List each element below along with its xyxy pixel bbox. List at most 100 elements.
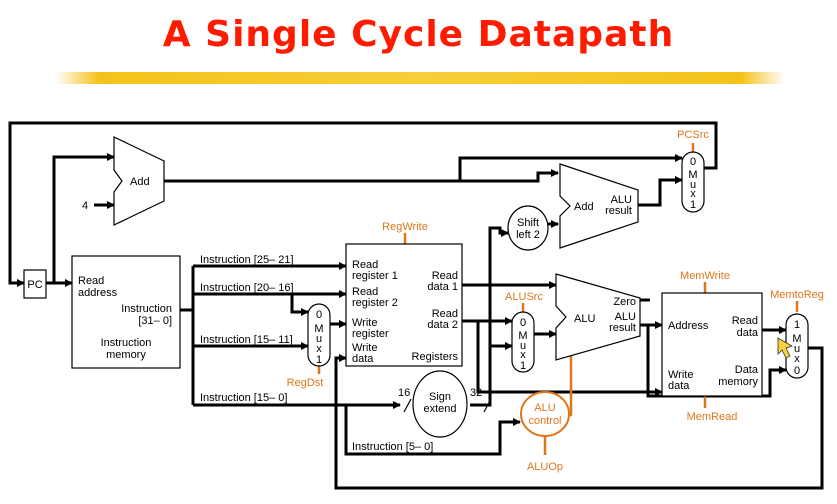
bitwidth-16-slash [403,398,412,413]
dmem-write-a: Write [668,369,693,381]
alu: ALU Zero ALU result [555,273,641,361]
svg-text:M: M [518,330,527,342]
pc-adder-label: Add [130,176,150,188]
wire-pc-to-adder [52,153,115,283]
control-wires [317,143,799,455]
svg-text:extend: extend [423,403,456,415]
svg-text:Sign: Sign [429,391,451,403]
shift-left-2: Shift left 2 [507,205,549,251]
wire-alu-to-memtoreg [646,325,787,398]
sign-out-bits: 32 [470,387,482,399]
field-15-0: Instruction [15– 0] [200,392,287,404]
imem-bits-label: [31– 0] [138,315,172,327]
datapath-wires [8,121,824,490]
dmem-write-b: data [668,380,690,392]
imem-name-1: Instruction [101,337,152,349]
svg-text:1: 1 [520,360,526,372]
field-15-11: Instruction [15– 11] [200,334,293,346]
wire-sign-to-shift [488,226,500,346]
svg-text:x: x [690,188,696,200]
control-memtoreg: MemtoReg [770,289,824,301]
wire-rt-to-mux [290,294,309,316]
dmem-read-b: data [737,327,759,339]
wire-pc4-to-branch-adder [460,169,559,183]
svg-text:1: 1 [316,354,322,366]
svg-text:u: u [520,340,526,352]
svg-text:ALU: ALU [534,402,555,414]
dmem-name-1: Data [735,364,759,376]
wire-write-data-mem [476,321,663,396]
control-alusrc: ALUSrc [505,291,543,303]
sign-in-bits: 16 [398,387,410,399]
imem-name-2: memory [106,349,146,361]
wire-alu-control-out [568,352,573,417]
svg-text:x: x [794,353,800,365]
regs-read-data2-a: Read [432,308,458,320]
imem-read-label: Read [78,275,104,287]
bitwidth-32-slash [483,398,492,413]
regs-read-reg2-a: Read [352,286,378,298]
svg-text:M: M [688,169,697,181]
instruction-memory: Read address Instruction [31– 0] Instruc… [71,255,181,369]
svg-text:M: M [314,323,323,335]
svg-text:result: result [609,322,636,334]
pointer-cursor-icon [777,337,793,359]
wire-write-back [334,346,824,490]
regs-write-data-b: data [352,353,374,365]
control-pcsrc: PCSrc [677,129,709,141]
svg-text:x: x [316,343,322,355]
alu-control: ALU control [520,391,570,437]
svg-text:control: control [528,415,561,427]
imem-instruction-label: Instruction [121,303,172,315]
svg-text:Shift: Shift [517,217,539,229]
control-regwrite: RegWrite [382,221,428,233]
svg-text:Add: Add [574,201,594,213]
regs-name: Registers [412,351,459,363]
wire-branch-target [638,176,683,207]
pc-label: PC [27,279,42,291]
regs-write-reg-a: Write [352,317,377,329]
regs-write-reg-b: register [352,328,389,340]
regs-read-reg1-b: register 1 [352,270,398,282]
svg-text:0: 0 [520,317,526,329]
regs-read-data1-b: data 1 [427,281,458,293]
control-memread: MemRead [687,411,738,423]
control-regdst: RegDst [287,377,324,389]
imem-address-label: address [78,287,118,299]
register-file: Read register 1 Read register 2 Write re… [345,243,463,367]
wire-sign-extended [470,342,513,407]
regdst-mux: 0 M u x 1 [307,303,331,367]
wire-shift-in [498,226,509,237]
branch-adder: Add ALU result [559,163,639,249]
svg-text:1: 1 [690,199,696,211]
svg-text:x: x [520,349,526,361]
svg-text:u: u [794,343,800,355]
page-title: A Single Cycle Datapath [162,14,675,55]
svg-text:0: 0 [794,365,800,377]
svg-text:u: u [690,179,696,191]
constant-4: 4 [82,200,88,212]
svg-text:left 2: left 2 [516,229,540,241]
wire-funct [344,405,521,456]
svg-text:Zero: Zero [613,296,636,308]
svg-text:0: 0 [690,156,696,168]
wire-pc-plus-4 [164,154,683,183]
svg-text:ALU: ALU [574,313,595,325]
wire-next-pc [8,121,718,287]
svg-text:1: 1 [794,319,800,331]
memtoreg-mux: 1 M u x 0 [785,313,809,379]
field-25-21: Instruction [25– 21] [200,254,294,266]
field-5-0: Instruction [5– 0] [352,441,433,453]
dmem-address-label: Address [668,320,709,332]
svg-text:result: result [605,205,632,217]
field-20-16: Instruction [20– 16] [200,282,294,294]
alusrc-mux: 0 M u x 1 [511,311,535,373]
regs-read-reg1-a: Read [352,259,378,271]
svg-text:0: 0 [316,309,322,321]
dmem-name-2: memory [718,376,758,388]
control-aluop: ALUOp [527,461,563,473]
regs-read-data2-b: data 2 [427,319,458,331]
pc-adder: Add 4 [82,136,165,226]
svg-text:ALU: ALU [611,194,632,206]
